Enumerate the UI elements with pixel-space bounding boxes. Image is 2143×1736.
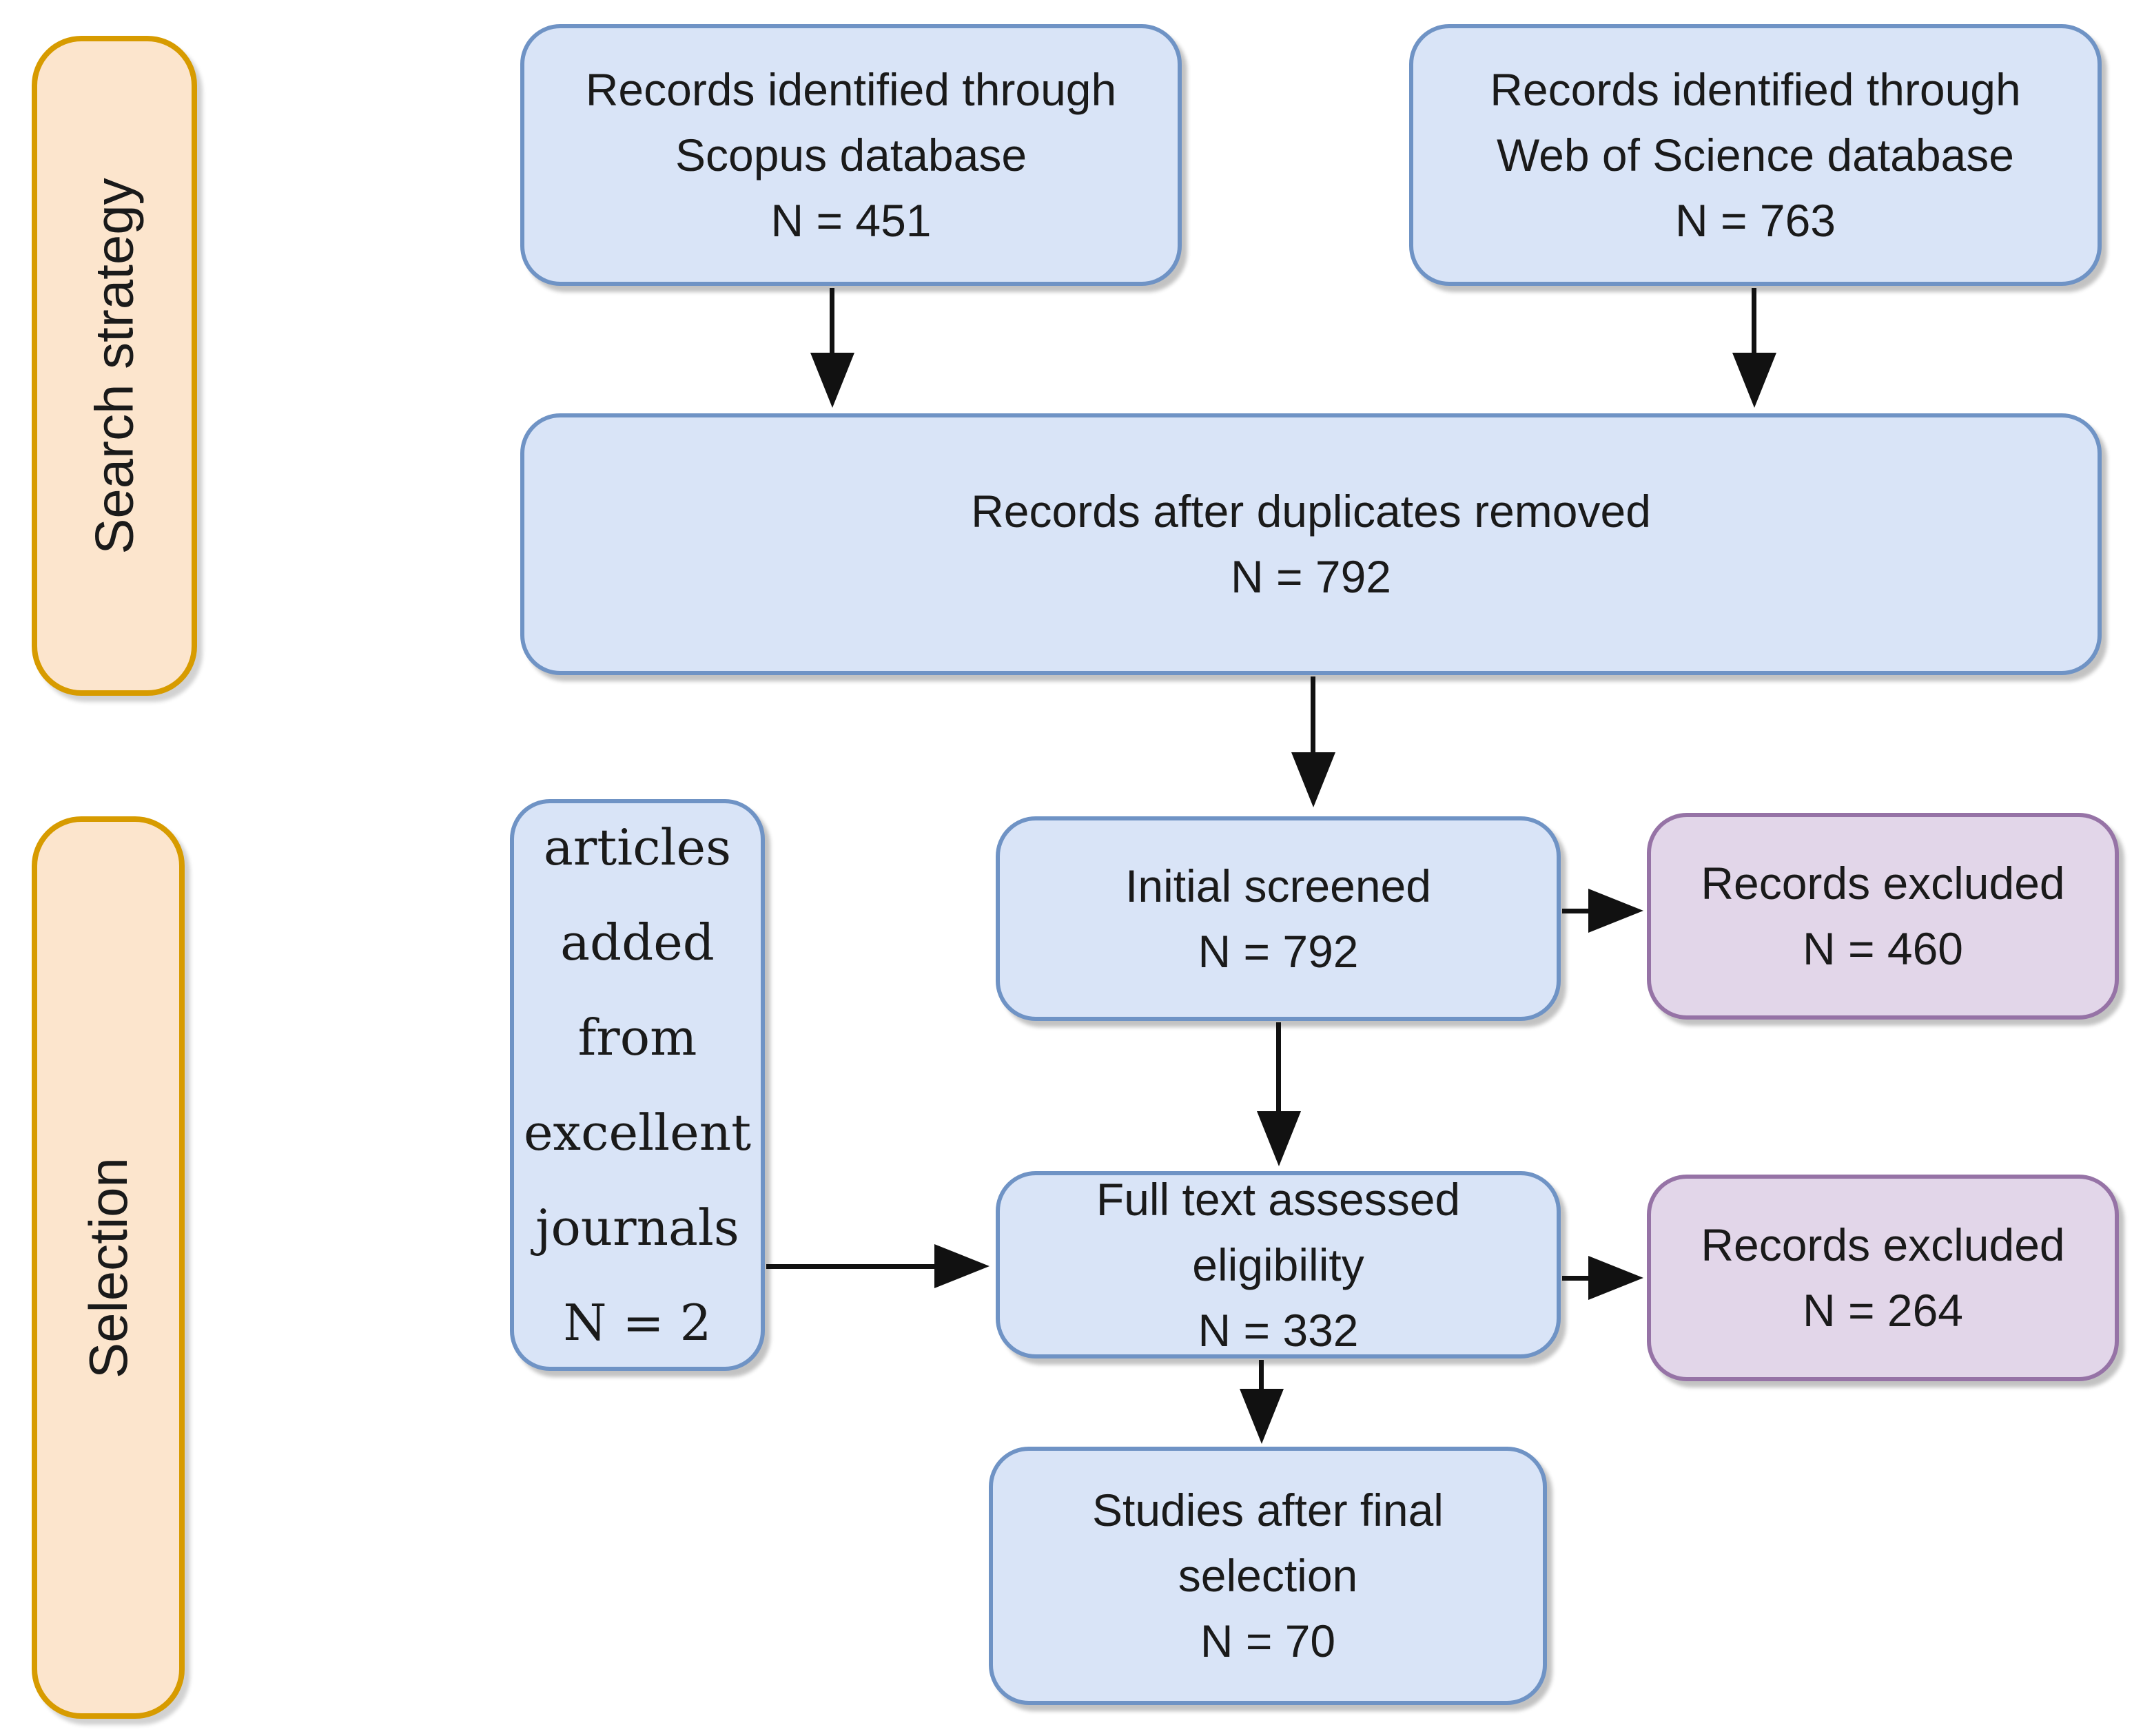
box-records-excluded-460-count: N = 460 <box>1803 923 1963 974</box>
box-full-text-line1: Full text assessed <box>1096 1173 1461 1225</box>
box-articles-added-line4: excellent <box>523 1104 752 1161</box>
box-studies-final-selection: Studies after final selection N = 70 <box>989 1447 1547 1705</box>
box-wos-line2: Web of Science database <box>1497 129 2014 180</box>
box-initial-screened-line1: Initial screened <box>1125 860 1431 911</box>
box-wos-count: N = 763 <box>1675 194 1836 246</box>
arrow-head-icon <box>1240 1389 1284 1444</box>
arrow-line <box>1562 909 1592 913</box>
box-scopus-count: N = 451 <box>770 194 932 246</box>
arrow-head-icon <box>1588 1256 1643 1300</box>
box-scopus-line1: Records identified through <box>585 63 1117 115</box>
box-full-text-assessed: Full text assessed eligibility N = 332 <box>996 1171 1561 1358</box>
box-wos-line1: Records identified through <box>1490 63 2021 115</box>
box-scopus-line2: Scopus database <box>675 129 1027 180</box>
box-articles-added: articles added from excellent journals N… <box>510 799 765 1371</box>
box-records-excluded-264: Records excluded N = 264 <box>1647 1175 2119 1381</box>
lane-selection-label: Selection <box>77 1157 139 1378</box>
box-duplicates-line1: Records after duplicates removed <box>971 486 1651 537</box>
box-duplicates-count: N = 792 <box>1231 551 1391 602</box>
box-initial-screened: Initial screened N = 792 <box>996 816 1561 1021</box>
box-articles-added-count: N = 2 <box>563 1294 712 1352</box>
lane-search-strategy-label: Search strategy <box>83 177 145 555</box>
arrow-head-icon <box>810 353 854 408</box>
arrow-head-icon <box>1732 353 1776 408</box>
box-articles-added-line1: articles <box>543 818 732 876</box>
box-web-of-science-records: Records identified through Web of Scienc… <box>1409 24 2102 286</box>
arrow-line <box>1311 676 1315 756</box>
arrow-head-icon <box>1588 889 1643 933</box>
box-articles-added-line5: journals <box>535 1199 739 1257</box>
arrow-line <box>830 288 834 357</box>
arrow-line <box>1562 1276 1592 1281</box>
box-records-excluded-264-count: N = 264 <box>1803 1285 1963 1336</box>
box-full-text-count: N = 332 <box>1198 1304 1359 1356</box>
box-duplicates-removed: Records after duplicates removed N = 792 <box>520 413 2102 675</box>
arrow-line <box>1259 1360 1264 1393</box>
box-studies-final-line2: selection <box>1178 1550 1358 1601</box>
box-records-excluded-460: Records excluded N = 460 <box>1647 813 2119 1020</box>
box-articles-added-line3: from <box>577 1009 697 1066</box>
lane-search-strategy: Search strategy <box>32 36 197 696</box>
arrow-line <box>1752 288 1756 357</box>
arrow-line <box>766 1264 939 1269</box>
box-articles-added-line2: added <box>560 913 715 971</box>
box-initial-screened-count: N = 792 <box>1198 925 1359 977</box>
box-studies-final-line1: Studies after final <box>1092 1485 1444 1536</box>
arrow-line <box>1276 1022 1281 1115</box>
box-records-excluded-264-line1: Records excluded <box>1701 1219 2065 1270</box>
lane-selection: Selection <box>32 816 185 1719</box>
box-full-text-line2: eligibility <box>1192 1239 1364 1290</box>
arrow-head-icon <box>934 1244 990 1288</box>
box-records-excluded-460-line1: Records excluded <box>1701 858 2065 909</box>
box-studies-final-count: N = 70 <box>1200 1615 1336 1666</box>
box-scopus-records: Records identified through Scopus databa… <box>520 24 1182 286</box>
arrow-head-icon <box>1291 752 1335 807</box>
arrow-head-icon <box>1257 1111 1301 1166</box>
